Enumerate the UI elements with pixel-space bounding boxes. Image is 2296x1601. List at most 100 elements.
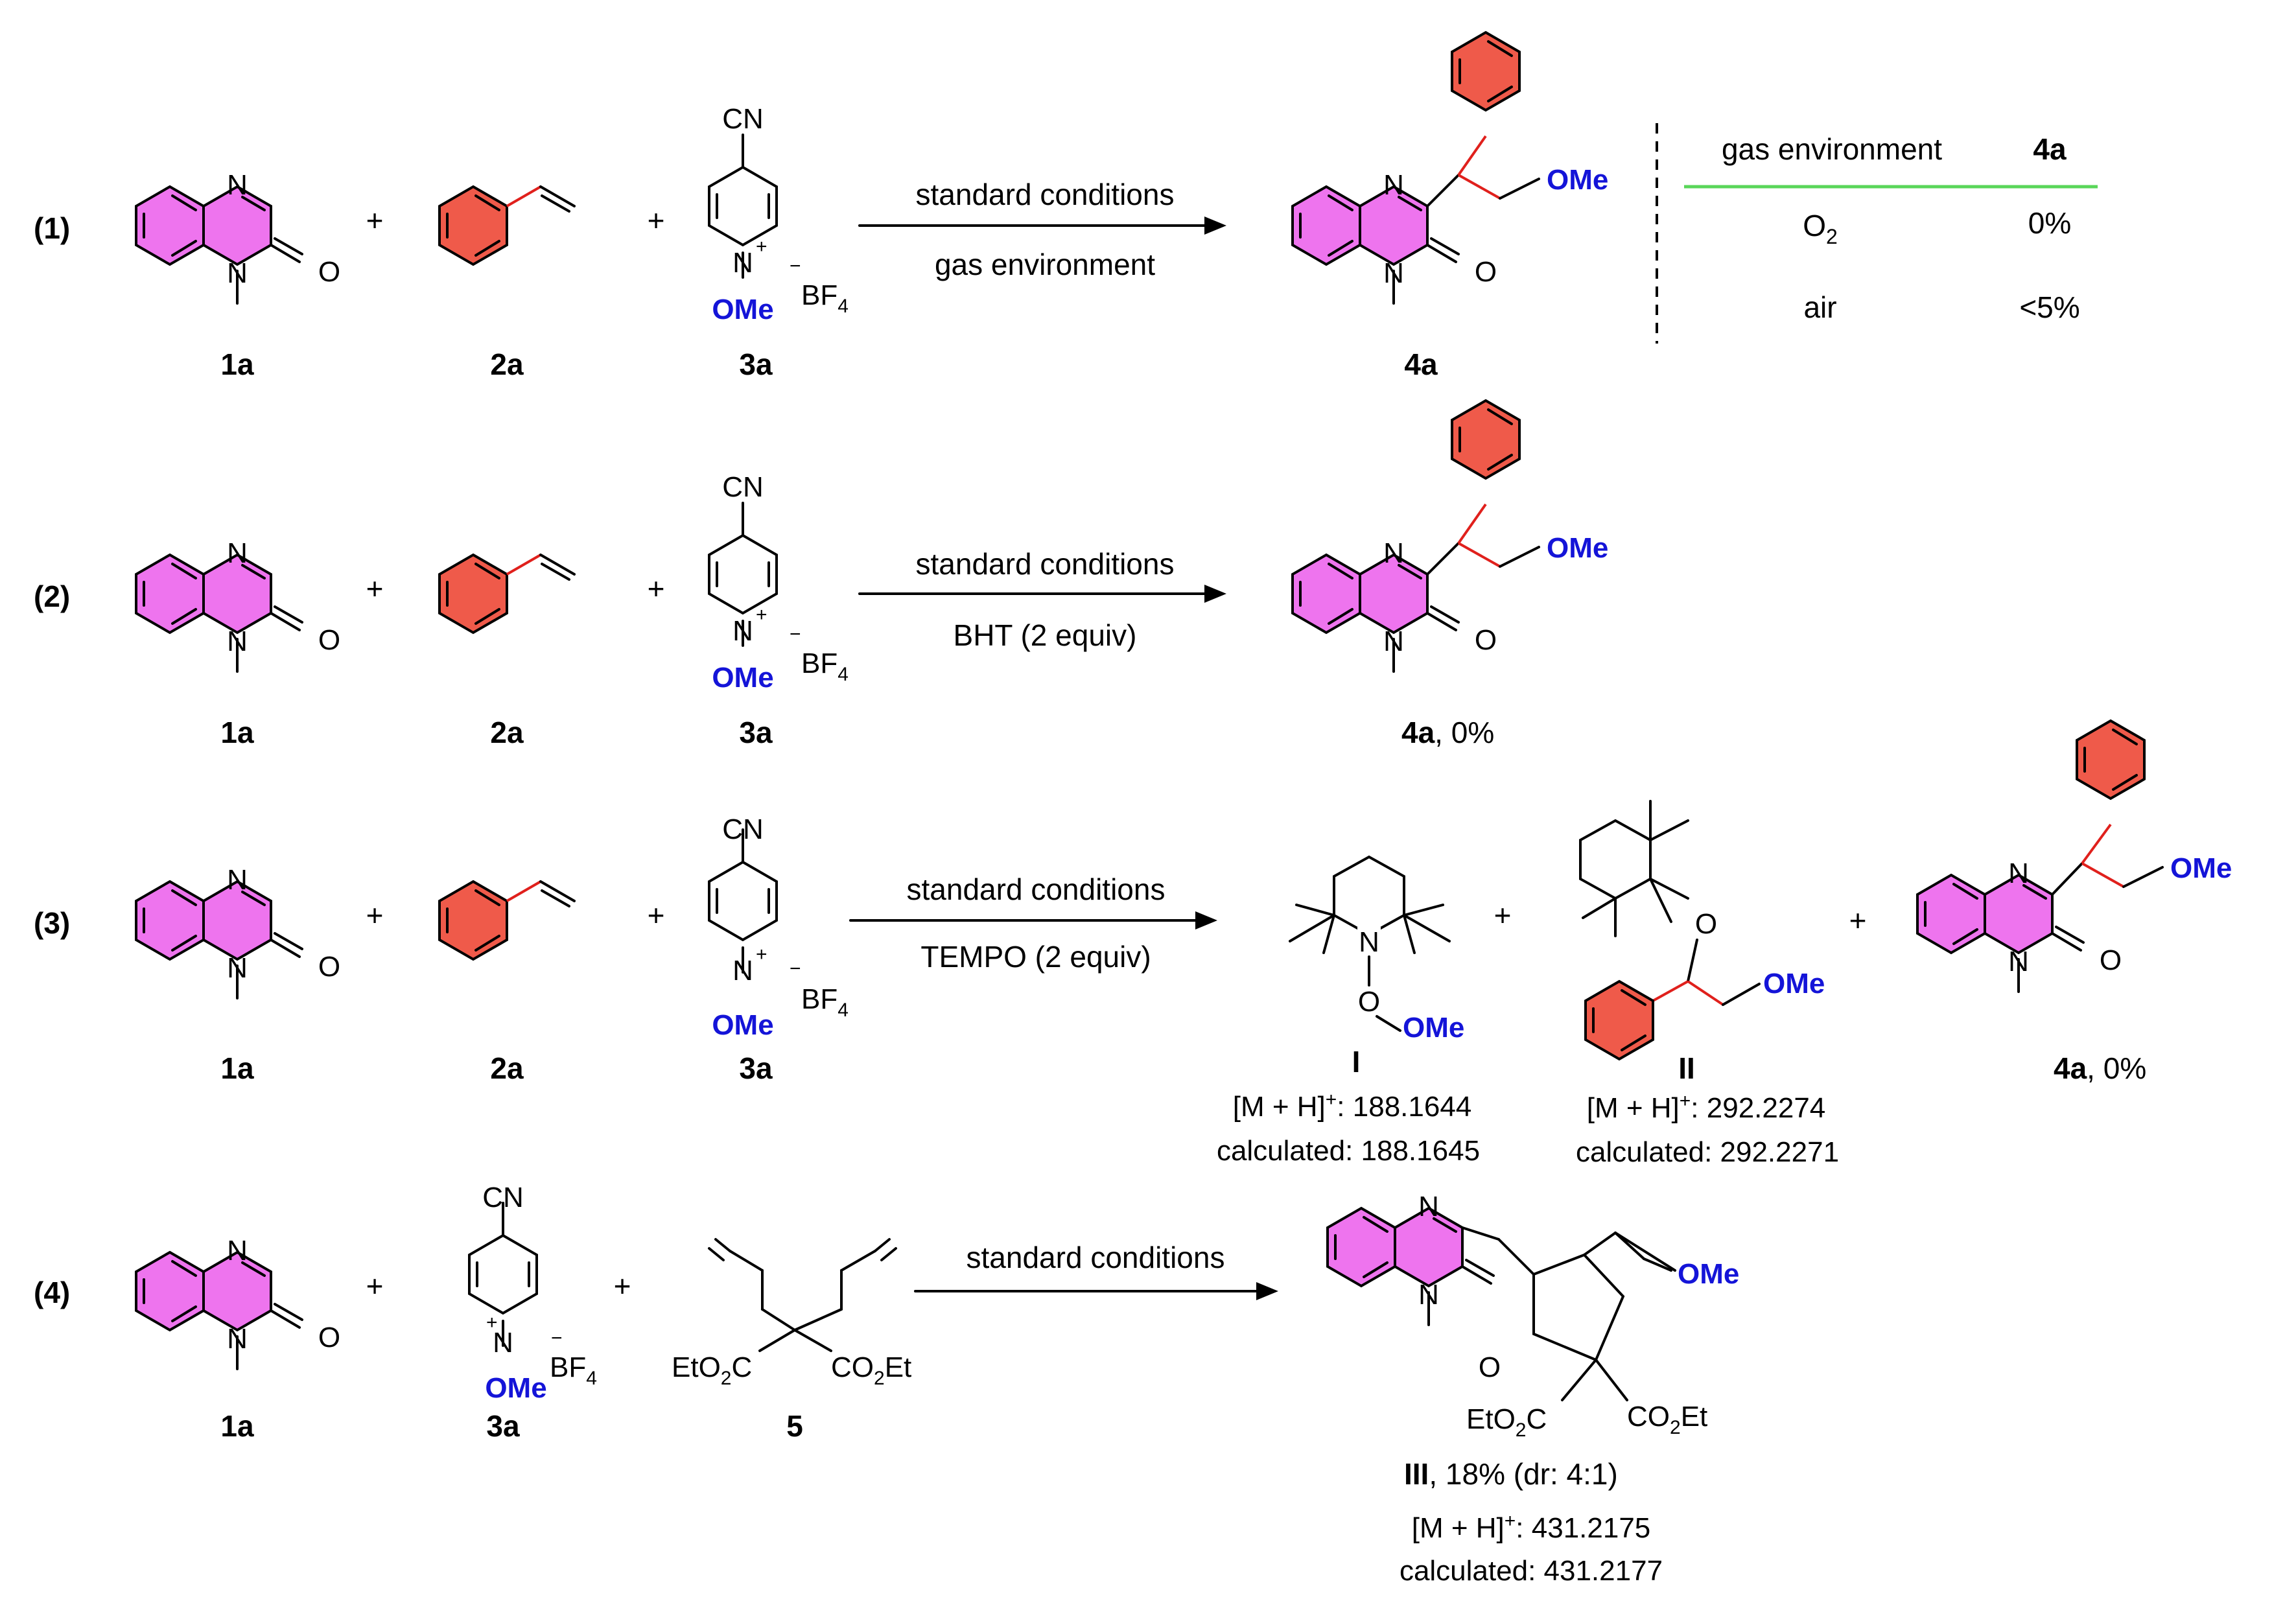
counterion-bf4: BF4 bbox=[550, 1351, 597, 1389]
plus-sign: + bbox=[366, 1269, 384, 1303]
plus-sign: + bbox=[648, 204, 665, 237]
compound-2a: 2a bbox=[439, 187, 574, 381]
atom-N: N bbox=[732, 247, 753, 279]
atom-O: O bbox=[2100, 944, 2122, 976]
ms-found-III: [M + H]+: 431.2175 bbox=[1412, 1510, 1651, 1544]
compound-3a: CN N + OMe − BF4 3a bbox=[708, 813, 849, 1085]
atom-N: N bbox=[227, 169, 248, 201]
product-yield: III, 18% (dr: 4:1) bbox=[1404, 1457, 1618, 1491]
ms-found-II: [M + H]+: 292.2274 bbox=[1587, 1090, 1826, 1124]
methoxy-group: OMe bbox=[712, 662, 773, 694]
compound-1a: N N O 1a bbox=[135, 169, 340, 381]
atom-O: O bbox=[1479, 1351, 1501, 1383]
compound-2a: 2a bbox=[439, 555, 574, 749]
atom-N: N bbox=[1383, 257, 1404, 289]
conditions-bottom: TEMPO (2 equiv) bbox=[920, 940, 1151, 974]
compound-label-3a: 3a bbox=[739, 1051, 773, 1085]
compound-4a: N N O OMe 4a, 0% bbox=[1916, 719, 2232, 1085]
compound-2a: 2a bbox=[439, 882, 574, 1085]
conditions-bottom: gas environment bbox=[935, 248, 1155, 281]
reaction-arrow bbox=[858, 216, 1226, 235]
atom-N: N bbox=[1418, 1279, 1439, 1311]
methoxy-group: OMe bbox=[1547, 164, 1608, 196]
atom-CN: CN bbox=[722, 471, 764, 503]
reaction-arrow bbox=[914, 1282, 1278, 1300]
conditions-bottom: BHT (2 equiv) bbox=[954, 618, 1137, 652]
atom-CN: CN bbox=[722, 103, 764, 135]
table-cell-gas: O2 bbox=[1803, 209, 1838, 248]
reaction-1: (1) N N O 1a + 2a + CN N + OMe − BF4 3a bbox=[34, 31, 2098, 381]
table-header-yield: 4a bbox=[2033, 132, 2067, 166]
compound-label-3a: 3a bbox=[486, 1409, 520, 1443]
plus-sign: + bbox=[614, 1269, 631, 1303]
conditions-top: standard conditions bbox=[916, 178, 1175, 211]
ester-group-left: EtO2C bbox=[672, 1351, 752, 1389]
atom-N: N bbox=[1383, 169, 1404, 201]
atom-O: O bbox=[318, 624, 340, 656]
charge-plus: + bbox=[486, 1312, 498, 1333]
table-cell-gas: air bbox=[1803, 290, 1836, 324]
atom-N: N bbox=[227, 864, 248, 896]
charge-plus: + bbox=[756, 604, 767, 625]
atom-N: N bbox=[227, 1323, 248, 1355]
compound-1a: N N O 1a bbox=[135, 1235, 340, 1443]
atom-N: N bbox=[1418, 1191, 1439, 1222]
compound-1a: N N O 1a bbox=[135, 864, 340, 1085]
compound-3a: CN N + OMe − BF4 3a bbox=[708, 471, 849, 749]
atom-O: O bbox=[318, 951, 340, 983]
reaction-4: (4) N N O 1a + CN N + OMe − BF4 3a + bbox=[34, 1182, 1739, 1587]
atom-N: N bbox=[732, 615, 753, 647]
methoxy-group: OMe bbox=[485, 1372, 546, 1404]
compound-1a: N N O 1a bbox=[135, 537, 340, 749]
product-yield: 4a, 0% bbox=[1401, 716, 1494, 749]
compound-label-3a: 3a bbox=[739, 716, 773, 749]
conditions-top: standard conditions bbox=[907, 872, 1166, 906]
counterion-bf4: BF4 bbox=[801, 648, 849, 685]
compound-label-1a: 1a bbox=[220, 1051, 254, 1085]
atom-O: O bbox=[318, 256, 340, 288]
plus-sign: + bbox=[648, 572, 665, 605]
atom-N: N bbox=[1359, 926, 1379, 958]
methoxy-group: OMe bbox=[1547, 532, 1608, 564]
charge-plus: + bbox=[756, 944, 767, 965]
gas-environment-table: gas environment 4a O2 0% air <5% bbox=[1656, 123, 2098, 344]
compound-label-1a: 1a bbox=[220, 716, 254, 749]
counterion-bf4: BF4 bbox=[801, 983, 849, 1021]
charge-minus: − bbox=[790, 958, 801, 979]
compound-I: N O OMe I [M + H]+: 188.1644 calculated:… bbox=[1217, 855, 1480, 1167]
charge-minus: − bbox=[790, 255, 801, 277]
atom-N: N bbox=[2008, 946, 2029, 977]
reaction-arrow bbox=[858, 585, 1226, 603]
plus-sign: + bbox=[366, 898, 384, 932]
atom-N: N bbox=[493, 1327, 513, 1359]
atom-O: O bbox=[318, 1322, 340, 1353]
atom-N: N bbox=[732, 955, 753, 987]
atom-O: O bbox=[1475, 624, 1497, 656]
atom-O: O bbox=[1695, 908, 1717, 940]
ester-group-right: CO2Et bbox=[1627, 1401, 1707, 1438]
reaction-4-index: (4) bbox=[34, 1276, 70, 1309]
compound-4a: N N O OMe 4a, 0% bbox=[1291, 399, 1608, 749]
ms-found-I: [M + H]+: 188.1644 bbox=[1233, 1089, 1472, 1123]
ms-calculated-I: calculated: 188.1645 bbox=[1217, 1135, 1480, 1167]
atom-N: N bbox=[227, 1235, 248, 1267]
methoxy-group: OMe bbox=[2170, 852, 2232, 884]
reaction-2-index: (2) bbox=[34, 579, 70, 613]
compound-3a: CN N + OMe − BF4 3a bbox=[708, 103, 849, 381]
plus-sign: + bbox=[366, 204, 384, 237]
ester-group-left: EtO2C bbox=[1466, 1403, 1547, 1441]
table-cell-yield: <5% bbox=[2019, 290, 2079, 324]
compound-III: N N O OMe EtO2C CO2Et III, 18% (dr: 4:1)… bbox=[1326, 1191, 1739, 1587]
reaction-2: (2) N N O 1a + 2a + CN N + OMe − BF4 3a bbox=[34, 399, 1608, 749]
ester-group-right: CO2Et bbox=[831, 1351, 911, 1389]
methoxy-group: OMe bbox=[1763, 968, 1825, 999]
compound-5: EtO2C CO2Et 5 bbox=[672, 1238, 911, 1443]
atom-CN: CN bbox=[722, 813, 764, 845]
atom-O: O bbox=[1475, 256, 1497, 288]
reaction-3-index: (3) bbox=[34, 906, 70, 940]
ms-calculated-II: calculated: 292.2271 bbox=[1576, 1136, 1839, 1168]
atom-N: N bbox=[1383, 625, 1404, 657]
compound-label-1a: 1a bbox=[220, 347, 254, 381]
atom-N: N bbox=[1383, 537, 1404, 569]
charge-plus: + bbox=[756, 236, 767, 257]
